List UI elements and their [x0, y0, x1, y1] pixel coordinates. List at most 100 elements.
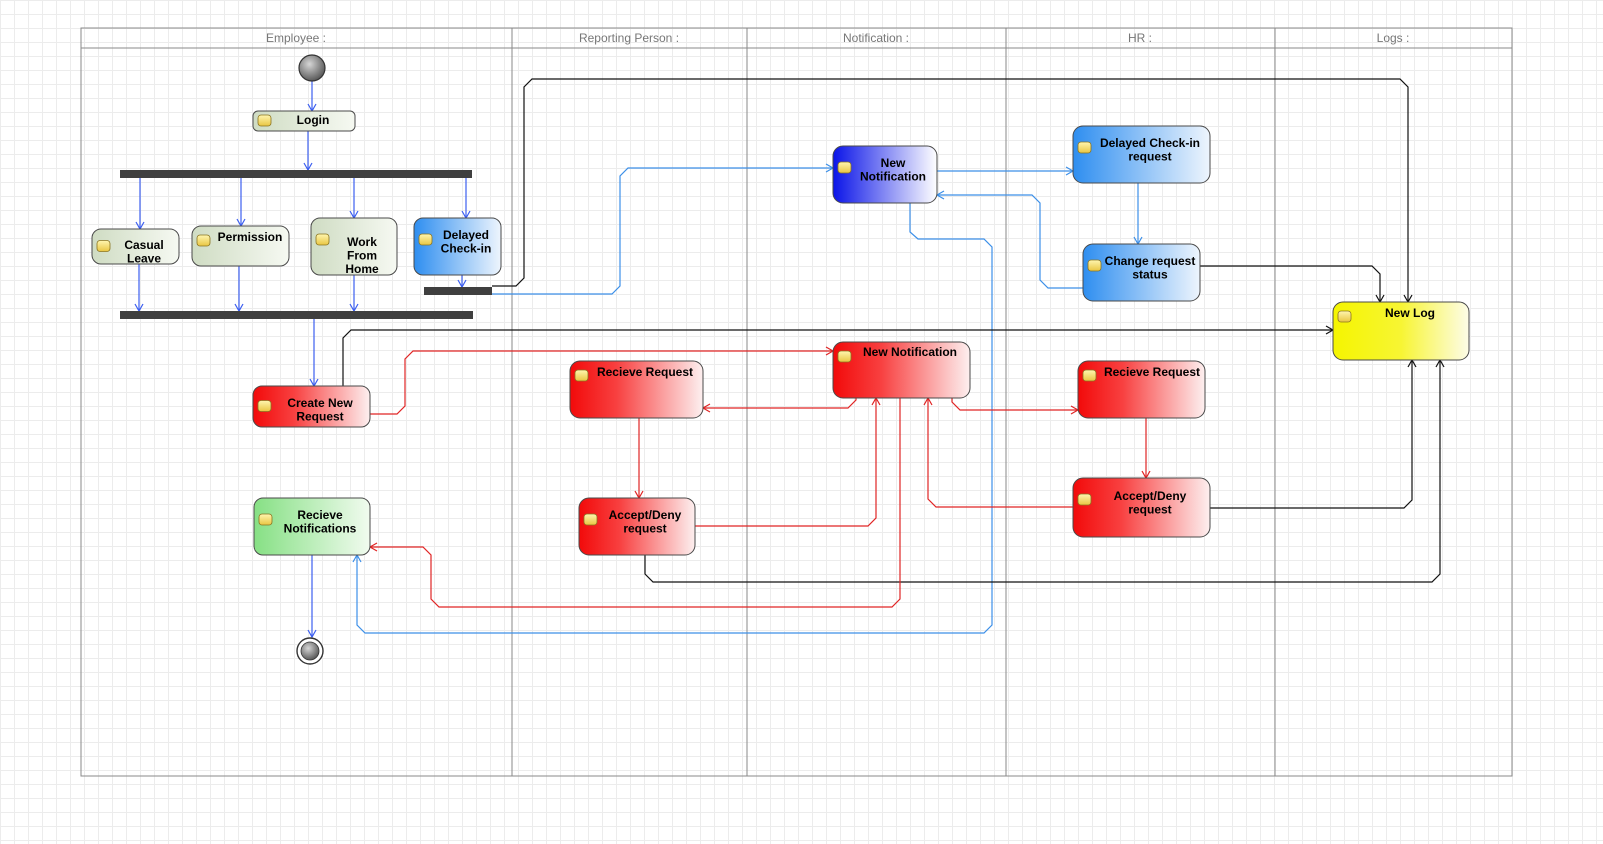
swimlane-frame [80, 27, 1513, 777]
action-node-label: Accept/Deny [609, 508, 682, 522]
action-node-box [191, 225, 290, 267]
action-node-label: Recieve [297, 508, 343, 522]
action-node-box [1077, 360, 1206, 419]
action-node-hr-recieve-request[interactable]: Recieve Request [1077, 360, 1206, 419]
flow-edge [937, 194, 1083, 289]
action-icon [837, 350, 852, 363]
flow-edge [703, 398, 857, 409]
fork-bar [120, 170, 472, 178]
action-icon [257, 114, 272, 127]
action-node-box [252, 110, 356, 132]
action-node-box [310, 217, 398, 276]
flow-edge [342, 329, 1333, 386]
action-node-label: Change request [1105, 254, 1196, 268]
action-node-label: Delayed [443, 228, 489, 242]
action-node-box [413, 217, 502, 276]
flow-edge [492, 167, 833, 295]
action-node-label: Recieve Request [597, 365, 693, 379]
action-node-label: Check-in [441, 242, 492, 256]
action-icon [574, 369, 589, 382]
flow-edge [951, 398, 1078, 411]
action-node-label: New Notification [863, 345, 957, 359]
action-node-label: request [1128, 503, 1171, 517]
action-node-permission[interactable]: Permission [191, 225, 290, 267]
action-node-label: request [623, 522, 666, 536]
action-node-label: Casual [124, 238, 163, 252]
action-node-label: New Log [1385, 306, 1435, 320]
action-node-label: Create New [287, 396, 353, 410]
lane-header-employee: Employee : [266, 31, 326, 45]
action-node-label: New [881, 156, 906, 170]
action-node-login[interactable]: Login [252, 110, 356, 132]
flow-edge [927, 398, 1073, 508]
flow-edge [370, 350, 833, 415]
flow-edge [492, 78, 1409, 302]
action-icon [196, 234, 211, 247]
action-icon [583, 513, 598, 526]
action-node-box [1332, 301, 1470, 361]
arrowhead [307, 629, 317, 639]
action-icon [96, 240, 111, 252]
join-bar [120, 311, 473, 319]
flow-edge [370, 398, 901, 608]
action-icon [1077, 141, 1092, 154]
action-node-box [252, 385, 371, 428]
action-icon [418, 233, 433, 246]
action-node-label: request [1128, 150, 1171, 164]
action-node-label: Work [347, 235, 377, 249]
flow-edge [644, 360, 1441, 583]
action-icon [258, 513, 273, 526]
action-node-label: Home [345, 262, 379, 276]
action-node-box [832, 145, 938, 204]
action-icon [1087, 259, 1102, 272]
action-icon [1337, 310, 1352, 323]
action-node-box [253, 497, 371, 556]
action-node-label: Recieve Request [1104, 365, 1200, 379]
flow-edge [356, 203, 993, 634]
action-node-label: Notifications [284, 522, 357, 536]
initial-node [298, 54, 326, 82]
action-node-box [1072, 477, 1211, 538]
flow-edge [1210, 360, 1413, 509]
action-icon [257, 400, 272, 412]
flow-edges [134, 78, 1445, 639]
action-node-label: Request [296, 410, 343, 424]
action-node-new-log[interactable]: New Log [1332, 301, 1470, 361]
action-node-rp-recieve-request[interactable]: Recieve Request [569, 360, 704, 419]
flow-edge [695, 398, 877, 527]
lane-header-notification: Notification : [843, 31, 909, 45]
lane-header-reporting-person: Reporting Person : [579, 31, 679, 45]
action-node-notif-new-red[interactable]: New Notification [832, 341, 971, 399]
flow-edge [1200, 265, 1381, 302]
action-node-box [578, 497, 696, 556]
action-icon [1077, 493, 1092, 506]
lane-header-logs: Logs : [1377, 31, 1410, 45]
action-node-label: Delayed Check-in [1100, 136, 1200, 150]
final-node [296, 637, 324, 665]
action-node-label: Permission [218, 230, 283, 244]
action-node-box [1072, 125, 1211, 184]
lane-header-hr: HR : [1128, 31, 1152, 45]
action-node-label: status [1132, 268, 1168, 282]
action-icon [315, 233, 330, 246]
action-node-label: Login [297, 113, 330, 127]
delayed-fork-bar [424, 287, 492, 295]
action-icon [1082, 369, 1097, 382]
action-node-box [569, 360, 704, 419]
action-node-label: Notification [860, 170, 926, 184]
action-node-label: Accept/Deny [1114, 489, 1187, 503]
action-node-box [832, 341, 971, 399]
action-node-box [1082, 243, 1201, 302]
